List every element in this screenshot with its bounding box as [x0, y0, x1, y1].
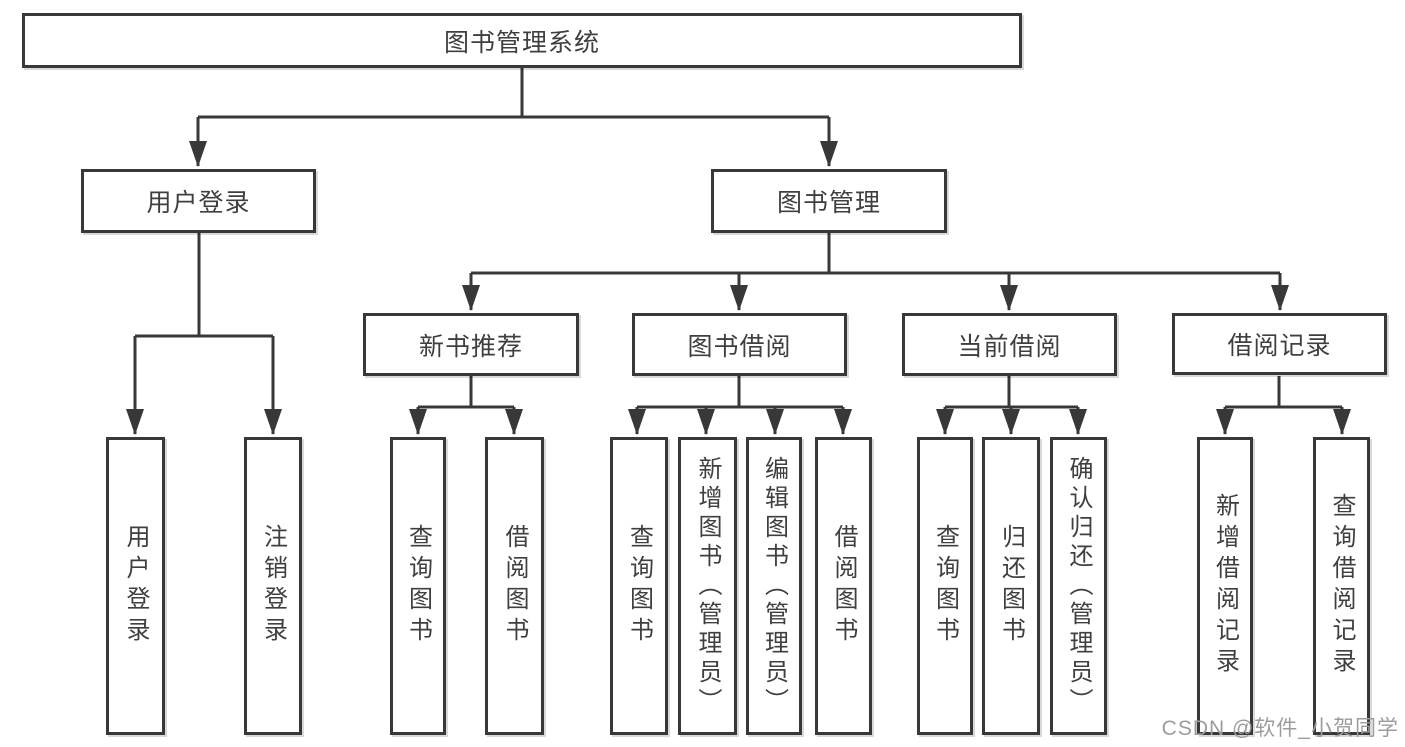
- node-leaf-br-query-record: 查询借阅记录: [1313, 437, 1370, 735]
- node-book-management: 图书管理: [711, 169, 947, 233]
- node-leaf-nbr-borrow-books: 借阅图书: [485, 437, 544, 735]
- node-leaf-bb-add-books-admin: 新增图书（管理员）: [678, 437, 737, 735]
- node-leaf-cb-return-books: 归还图书: [982, 437, 1040, 735]
- node-new-book-recommend: 新书推荐: [363, 313, 579, 376]
- node-leaf-cb-confirm-return-admin: 确认归还（管理员）: [1050, 437, 1107, 735]
- node-root: 图书管理系统: [22, 13, 1022, 68]
- node-borrowing-records: 借阅记录: [1172, 313, 1387, 375]
- node-book-borrowing: 图书借阅: [632, 313, 847, 376]
- node-leaf-user-login: 用户登录: [106, 437, 165, 735]
- node-leaf-bb-query-books: 查询图书: [610, 437, 668, 735]
- csdn-watermark: CSDN @软件_小贺同学: [1161, 717, 1399, 740]
- node-leaf-bb-edit-books-admin: 编辑图书（管理员）: [746, 437, 802, 735]
- node-leaf-br-add-record: 新增借阅记录: [1197, 437, 1253, 735]
- node-current-borrowing: 当前借阅: [902, 313, 1117, 376]
- node-leaf-cb-query-books: 查询图书: [917, 437, 973, 735]
- node-leaf-bb-borrow-books: 借阅图书: [815, 437, 872, 735]
- node-user-login: 用户登录: [81, 169, 316, 233]
- node-leaf-logout: 注销登录: [244, 437, 302, 735]
- node-leaf-nbr-query-books: 查询图书: [390, 437, 446, 735]
